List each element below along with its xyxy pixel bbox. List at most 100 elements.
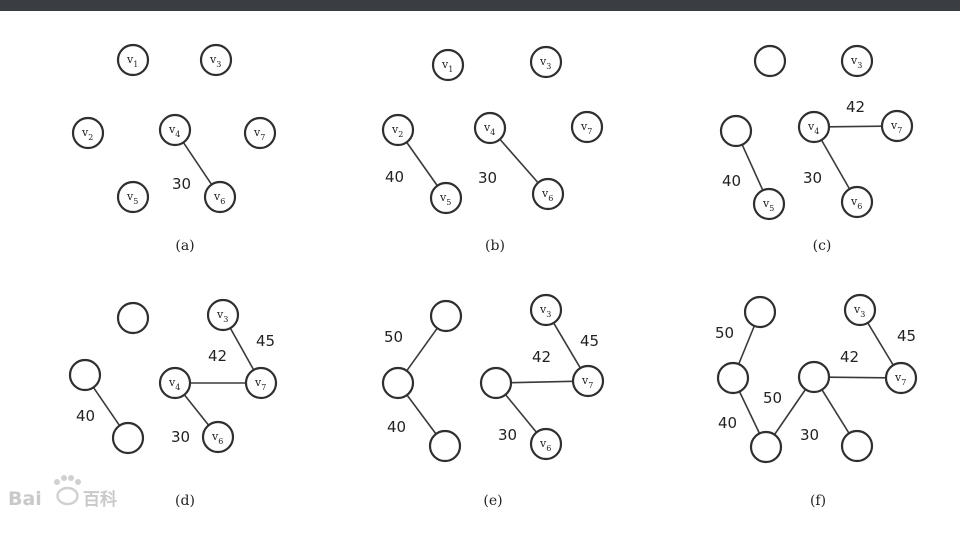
edge [406,327,438,372]
vertex-circle [243,116,277,150]
vertex-circle [843,293,877,327]
edge [406,394,437,435]
edge-weight: 30 [478,169,497,187]
vertex-circle [752,187,786,221]
vertex-d2 [68,358,102,392]
vertex-circle [71,116,105,150]
vertex-v2: v2 [71,116,105,150]
edge-weight: 42 [840,348,859,366]
edge-weight: 50 [715,324,734,342]
vertex-d1 [116,301,150,335]
vertex-v7: v7 [880,109,914,143]
vertex-v7: v7 [570,110,604,144]
vertex-v7: v7 [571,364,605,398]
vertex-circle [743,295,777,329]
vertex-circle [473,111,507,145]
vertex-circle [529,45,563,79]
edge-weight: 40 [76,407,95,425]
edge [182,142,213,185]
edge [229,327,255,371]
vertex-f5 [749,430,783,464]
edge-weight: 45 [897,327,916,345]
vertex-circle [158,366,192,400]
vertex-e4 [479,366,513,400]
edge [504,394,538,433]
vertex-circle [429,299,463,333]
vertex-v3: v3 [529,45,563,79]
vertex-f4 [797,360,831,394]
vertex-f6 [840,429,874,463]
vertex-circle [716,361,750,395]
vertex-v3: v3 [529,293,563,327]
vertex-circle [570,110,604,144]
edge [867,322,894,366]
vertex-circle [244,366,278,400]
panel-caption: (f) [810,493,826,509]
edge-weight: 40 [385,168,404,186]
watermark-suffix: 百科 [83,489,117,510]
vertex-circle [381,113,415,147]
edge [741,144,764,191]
vertex-v4: v4 [158,113,192,147]
edge [499,138,539,184]
vertex-circle [158,113,192,147]
vertex-v6: v6 [531,177,565,211]
paw-icon [54,475,81,506]
edge [828,376,887,379]
edge [828,125,883,128]
vertex-e2 [381,366,415,400]
vertex-circle [201,420,235,454]
edge [92,386,121,427]
vertex-circle [479,366,513,400]
vertex-v1: v1 [431,48,465,82]
vertex-circle [429,181,463,215]
vertex-circle [529,427,563,461]
edge [405,141,439,187]
panel-caption: (d) [175,493,195,509]
vertex-circle [431,48,465,82]
vertex-v4: v4 [797,110,831,144]
edge [510,380,574,384]
vertex-v7: v7 [243,116,277,150]
vertex-circle [203,180,237,214]
edge [773,388,807,436]
vertex-circle [571,364,605,398]
edge [820,139,851,190]
vertex-v4: v4 [158,366,192,400]
edge-weight: 50 [763,389,782,407]
vertex-c1 [753,44,787,78]
edge-weight: 30 [498,426,517,444]
edge-weight: 42 [532,348,551,366]
vertex-circle [840,44,874,78]
vertex-v3: v3 [206,298,240,332]
vertex-circle [719,114,753,148]
vertex-e1 [429,299,463,333]
vertex-v1: v1 [116,43,150,77]
vertex-circle [840,185,874,219]
top-bar [0,0,960,11]
vertex-v6: v6 [203,180,237,214]
panel-caption: (e) [483,493,502,509]
vertex-circle [840,429,874,463]
edge [183,394,210,426]
vertex-circle [199,43,233,77]
edge-weight: 40 [387,418,406,436]
vertex-e5 [428,429,462,463]
vertex-v5: v5 [752,187,786,221]
vertex-f2 [716,361,750,395]
edge-weight: 30 [171,428,190,446]
vertex-circle [68,358,102,392]
vertex-v4: v4 [473,111,507,145]
vertex-v7: v7 [244,366,278,400]
edge [738,391,761,434]
vertex-f1 [743,295,777,329]
vertex-circle [529,293,563,327]
edge [821,389,850,434]
panel-caption: (a) [175,238,194,254]
vertex-circle [428,429,462,463]
vertex-v6: v6 [529,427,563,461]
